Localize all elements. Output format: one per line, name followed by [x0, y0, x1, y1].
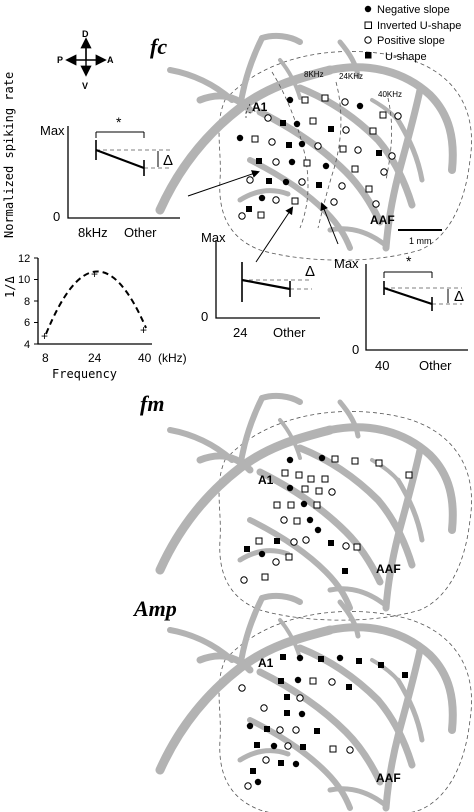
chart-freq-xlabel: Frequency — [52, 367, 117, 381]
label-aaf-amp: AAF — [376, 771, 401, 785]
panel-label-amp: Amp — [132, 596, 177, 621]
chart-freq-point-0: + — [41, 329, 48, 343]
chart-8k-zero: 0 — [53, 209, 60, 224]
chart-freq-point-1: + — [91, 267, 98, 281]
chart-freq-xtick-2: 40 — [138, 351, 152, 365]
chart-freq-point-2: + — [140, 323, 147, 337]
chart-40-axis — [365, 264, 468, 351]
chart-freq-ylabel: 1/Δ — [3, 276, 17, 298]
chart-24k: Max 0 Δ 24 Other — [201, 230, 320, 340]
chart-freq-ytick-label-4: 12 — [18, 253, 30, 265]
arrow-40k — [320, 202, 339, 245]
legend-label-negative: Negative slope — [377, 4, 450, 16]
chart-8k-ymax: Max — [40, 123, 65, 138]
chart-freq-ytick-label-0: 4 — [24, 339, 30, 351]
chart-24-xtick-0: 24 — [233, 325, 247, 340]
chart-freq-xtick-1: 24 — [88, 351, 102, 365]
map-fc — [160, 36, 472, 260]
chart-8k-xtick-1: Other — [124, 225, 157, 240]
legend-symbol-negative — [364, 5, 372, 13]
band-label-24k: 24KHz — [339, 72, 363, 81]
chart-40-xtick-0: 40 — [375, 358, 389, 373]
orientation-compass: D V P A — [57, 29, 114, 91]
chart-8k-line — [95, 148, 145, 170]
map-amp — [160, 596, 472, 812]
arrow-8k — [187, 170, 260, 197]
chart-freq-ytick-label-1: 6 — [24, 317, 30, 329]
map-fm — [160, 396, 472, 620]
panel-label-fm: fm — [140, 391, 164, 416]
chart-24-ymax: Max — [201, 230, 226, 245]
chart-freq-ytick-label-2: 8 — [24, 296, 30, 308]
chart-40-ymax: Max — [334, 256, 359, 271]
chart-40-delta: Δ — [454, 288, 464, 305]
chart-8k-xtick-0: 8kHz — [78, 225, 108, 240]
label-aaf-fc: AAF — [370, 213, 395, 227]
label-a1-fm: A1 — [258, 473, 274, 487]
chart-24-xtick-1: Other — [273, 325, 306, 340]
legend-label-positive: Positive slope — [377, 35, 445, 47]
legend-label-inverted-u: Inverted U-shape — [377, 20, 461, 32]
band-label-40k: 40KHz — [378, 90, 402, 99]
scale-bar-label: 1 mm — [409, 236, 432, 246]
chart-8k-ylabel: Normalized spiking rate — [2, 72, 16, 238]
chart-freq-curve — [45, 270, 147, 335]
compass-a: A — [107, 55, 114, 65]
chart-24-axis — [215, 240, 320, 319]
panel-label-fc: fc — [150, 34, 167, 59]
legend: Negative slope Inverted U-shape Positive… — [364, 4, 461, 63]
chart-freq-xtick-0: 8 — [42, 351, 49, 365]
compass-v: V — [82, 81, 88, 91]
arrow-24k — [255, 206, 294, 263]
legend-symbol-u-shape — [365, 52, 372, 59]
chart-freq-xunit: (kHz) — [158, 351, 187, 365]
legend-symbol-inverted-u — [364, 21, 372, 29]
label-a1-fc: A1 — [252, 100, 268, 114]
chart-8k: Normalized spiking rate Max 0 * Δ 8kHz O… — [2, 72, 180, 240]
chart-40-zero: 0 — [352, 342, 359, 357]
compass-d: D — [82, 29, 89, 39]
chart-24-line — [241, 278, 291, 291]
chart-freq: 1/Δ 4 6 8 10 12 + + + 8 24 40 (kHz) Freq… — [3, 253, 187, 381]
chart-40-xtick-1: Other — [419, 358, 452, 373]
chart-40-sig: * — [406, 253, 412, 269]
chart-40-line — [383, 286, 433, 306]
compass-p: P — [57, 55, 63, 65]
chart-8k-delta: Δ — [163, 152, 173, 169]
legend-label-u-shape: U-shape — [385, 51, 427, 63]
legend-symbol-positive — [364, 36, 372, 44]
chart-8k-axis — [67, 126, 180, 219]
label-a1-amp: A1 — [258, 656, 274, 670]
chart-24-delta: Δ — [305, 263, 315, 280]
label-aaf-fm: AAF — [376, 562, 401, 576]
chart-8k-sig: * — [116, 114, 122, 130]
chart-40k: Max 0 * Δ 40 Other — [334, 253, 468, 373]
chart-freq-ytick-label-3: 10 — [18, 274, 30, 286]
band-label-8k: 8KHz — [304, 70, 324, 79]
chart-24-zero: 0 — [201, 309, 208, 324]
